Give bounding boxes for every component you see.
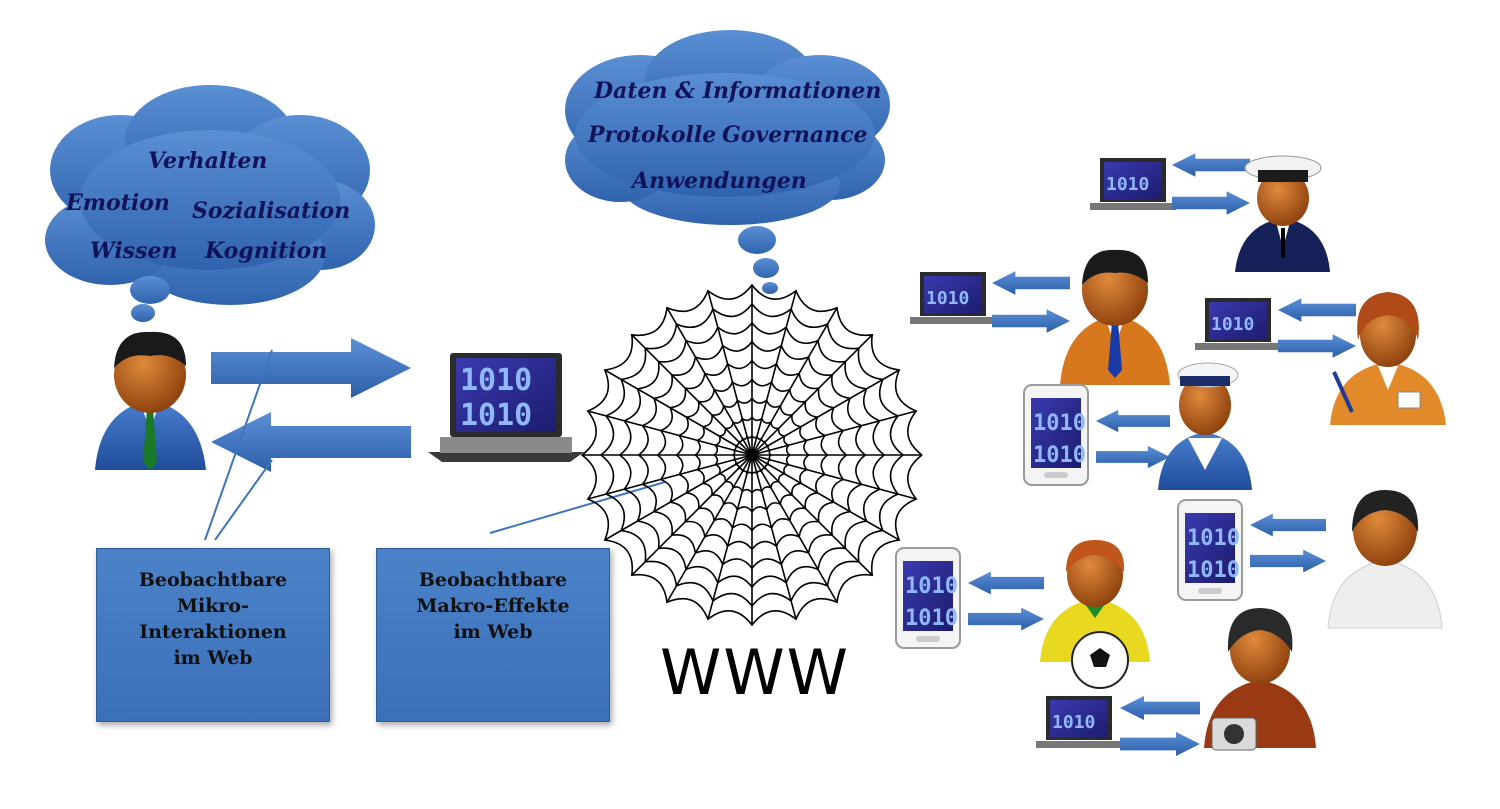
sailor-icon <box>1158 362 1252 490</box>
web-center <box>746 449 758 461</box>
box-macro-effects: Beobachtbare Makro-Effekte im Web <box>376 548 610 722</box>
cloud-word-kognition: Kognition <box>204 238 327 264</box>
cloud-word-protokolle: Protokolle <box>587 122 716 148</box>
cloud-word-sozialisation: Sozialisation <box>192 198 350 224</box>
web-ring <box>731 434 772 476</box>
football-fan-icon <box>1040 540 1150 689</box>
captain-icon <box>1235 155 1330 272</box>
laptop-photographer-binary: 1010 <box>1052 712 1095 733</box>
cloud-word-daten: Daten & Informationen <box>593 78 881 104</box>
web-ring <box>694 397 810 513</box>
left-arrows <box>211 338 411 472</box>
phone-sailor-binary-2: 1010 <box>1033 443 1086 468</box>
web-ring <box>618 321 885 589</box>
spider-web <box>580 283 923 627</box>
box-macro-effects-text: Beobachtbare Makro-Effekte im Web <box>416 569 570 643</box>
phone-student-binary: 1010 <box>1187 526 1240 551</box>
cloud-word-anwendungen: Anwendungen <box>630 168 807 194</box>
arrows-student <box>1250 513 1326 573</box>
cloud-word-governance: Governance <box>722 122 867 148</box>
phone-football-binary-2: 1010 <box>905 606 958 631</box>
web-spoke <box>751 454 900 541</box>
web-ring <box>580 283 923 627</box>
web-spoke <box>751 454 838 603</box>
arrows-captain <box>1172 153 1250 215</box>
top-thought-cloud: Daten & Informationen Protokolle Governa… <box>565 30 890 294</box>
web-ring <box>675 378 829 532</box>
cloud-word-emotion: Emotion <box>65 190 170 216</box>
cloud-word-verhalten: Verhalten <box>148 148 267 174</box>
web-spoke <box>587 454 753 500</box>
phone-student: 1010 1010 <box>1177 499 1243 601</box>
laptop-captain-binary: 1010 <box>1106 174 1149 195</box>
laptop-teacher-binary: 1010 <box>1211 314 1254 335</box>
web-spoke <box>751 454 797 620</box>
user-businessman-left <box>95 331 206 470</box>
web-spoke <box>666 307 753 456</box>
phone-sailor: 1010 1010 <box>1023 384 1089 486</box>
web-spoke <box>587 410 753 456</box>
web-spoke <box>751 290 797 456</box>
laptop-binary-bottom: 1010 <box>460 398 532 433</box>
web-ring <box>656 359 847 551</box>
phone-football-fan: 1010 1010 <box>895 547 961 649</box>
www-label: WWW <box>660 636 850 709</box>
laptop-photographer: 1010 <box>1036 696 1122 748</box>
web-spoke <box>751 369 900 456</box>
box-micro-interactions-text: Beobachtbare Mikro- Interaktionen im Web <box>138 569 288 669</box>
arrows-teacher <box>1278 298 1356 358</box>
web-spoke <box>631 454 753 576</box>
web-ring <box>712 415 791 495</box>
callout-lines <box>204 349 666 541</box>
phone-student-binary-2: 1010 <box>1187 558 1240 583</box>
web-spoke <box>751 410 917 456</box>
web-spoke <box>666 454 753 603</box>
laptop-captain: 1010 <box>1090 158 1176 210</box>
left-thought-cloud: Verhalten Emotion Sozialisation Wissen K… <box>45 85 375 322</box>
web-ring <box>599 302 904 608</box>
student-icon <box>1327 490 1443 629</box>
laptop-binary-top: 1010 <box>460 363 532 398</box>
laptop-teacher: 1010 <box>1195 298 1281 350</box>
arrows-businessman <box>992 271 1070 333</box>
phone-sailor-binary: 1010 <box>1033 411 1086 436</box>
web-spoke <box>751 454 873 576</box>
photographer-icon <box>1204 608 1316 751</box>
phone-football-binary: 1010 <box>905 574 958 599</box>
businessman-icon <box>1060 249 1170 385</box>
box-micro-interactions: Beobachtbare Mikro- Interaktionen im Web <box>96 548 330 722</box>
web-ring <box>637 340 866 570</box>
web-spoke <box>751 334 873 456</box>
laptop-businessman-binary: 1010 <box>926 288 969 309</box>
web-spoke <box>707 290 753 456</box>
web-spoke <box>604 369 753 456</box>
teacher-icon <box>1330 292 1446 425</box>
web-spoke <box>604 454 753 541</box>
web-spoke <box>707 454 753 620</box>
cloud-word-wissen: Wissen <box>90 238 177 264</box>
laptop-businessman: 1010 <box>910 272 996 324</box>
arrows-photographer <box>1120 696 1200 756</box>
arrows-football-fan <box>968 571 1044 631</box>
laptop-central: 1010 1010 <box>428 353 584 462</box>
arrows-sailor <box>1096 409 1170 469</box>
web-spoke <box>631 334 753 456</box>
web-spoke <box>751 454 917 500</box>
web-spoke <box>751 307 838 456</box>
